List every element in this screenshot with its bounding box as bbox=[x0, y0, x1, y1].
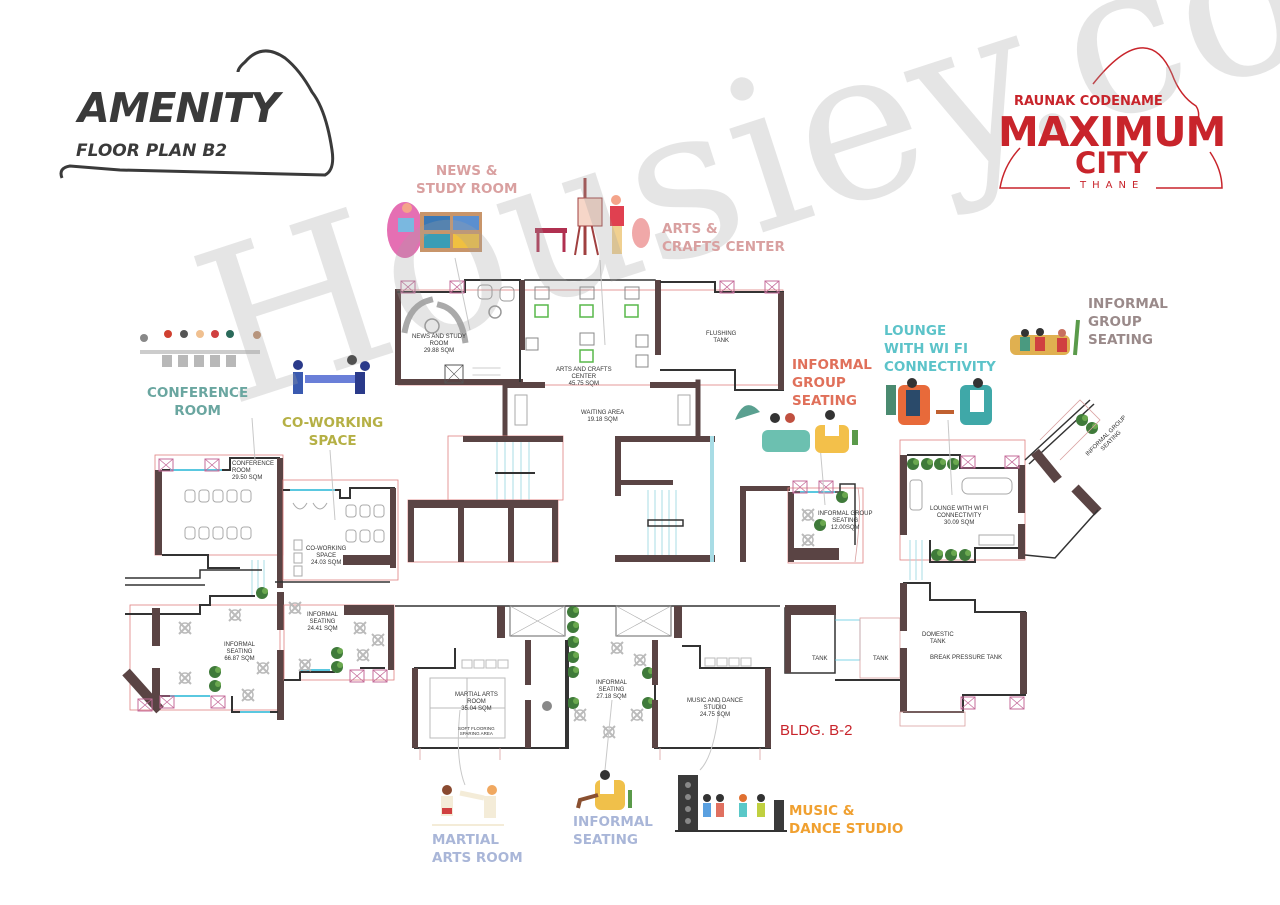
room-soft-flooring: SOFT FLOORING SPARING AREA bbox=[458, 726, 495, 736]
brand-cloud-outline bbox=[999, 47, 1223, 189]
room-news-study: NEWS AND STUDY ROOM 29.88 SQM bbox=[412, 334, 467, 354]
room-tank-1: TANK bbox=[812, 656, 828, 662]
room-conference: CONFERENCE ROOM 29.50 SQM bbox=[232, 461, 275, 481]
callout-informal-seating: INFORMAL SEATING bbox=[573, 814, 653, 848]
callout-informal-group-1: INFORMAL GROUP SEATING bbox=[792, 357, 872, 409]
room-flushing-tank: FLUSHING TANK bbox=[706, 331, 737, 344]
brand-prefix: RAUNAK CODENAME bbox=[1014, 94, 1163, 109]
callout-conference: CONFERENCE ROOM bbox=[147, 385, 249, 419]
room-martial-arts: MARTIAL ARTS ROOM 35.04 SQM bbox=[455, 692, 498, 712]
building-label: BLDG. B-2 bbox=[780, 722, 853, 739]
conference-illustration bbox=[140, 330, 261, 367]
room-co-working: CO-WORKING SPACE 24.03 SQM bbox=[306, 546, 347, 566]
room-informal-seating-left: INFORMAL SEATING 66.87 SQM bbox=[224, 642, 256, 662]
brand-city: CITY bbox=[1075, 146, 1148, 180]
room-arts-crafts: ARTS AND CRAFTS CENTER 45.75 SQM bbox=[556, 367, 612, 387]
brand-location: THANE bbox=[1080, 180, 1145, 191]
left-wing-walls bbox=[125, 454, 399, 595]
right-wing-walls bbox=[784, 399, 1102, 727]
callout-martial-arts: MARTIAL ARTS ROOM bbox=[432, 832, 523, 866]
room-domestic-tank: DOMESTIC TANK bbox=[922, 632, 954, 645]
room-break-pressure-tank: BREAK PRESSURE TANK bbox=[930, 655, 1003, 661]
room-informal-seating-mid: INFORMAL SEATING 24.41 SQM bbox=[307, 612, 339, 632]
martial-arts-illustration bbox=[432, 785, 504, 826]
callout-arts-crafts: ARTS & CRAFTS CENTER bbox=[662, 221, 785, 255]
informal-seating-illustration bbox=[576, 770, 632, 810]
callout-co-working: CO-WORKING SPACE bbox=[282, 415, 384, 449]
news-study-illustration bbox=[387, 202, 482, 258]
informal-group-illustration-1 bbox=[735, 405, 858, 453]
leader-lines bbox=[251, 257, 953, 786]
page-subtitle: FLOOR PLAN B2 bbox=[76, 141, 228, 161]
top-block-walls bbox=[395, 279, 784, 438]
header-cloud-outline bbox=[59, 49, 335, 179]
room-tank-2: TANK bbox=[873, 656, 889, 662]
callout-news-study: NEWS & STUDY ROOM bbox=[416, 163, 518, 197]
room-informal-group-seating: INFORMAL GROUP SEATING 12.00SQM bbox=[818, 511, 873, 531]
room-informal-seating-center: INFORMAL SEATING 27.18 SQM bbox=[596, 680, 628, 700]
central-core-walls bbox=[407, 435, 790, 563]
brand-name: MAXIMUM bbox=[998, 108, 1226, 156]
co-working-illustration bbox=[293, 355, 370, 394]
left-bottom-walls bbox=[122, 587, 395, 720]
lounge-illustration bbox=[886, 378, 992, 425]
arts-crafts-illustration bbox=[535, 178, 650, 256]
callout-lounge: LOUNGE WITH WI FI CONNECTIVITY bbox=[884, 323, 996, 375]
informal-group-illustration-2 bbox=[1010, 319, 1080, 356]
room-music-dance: MUSIC AND DANCE STUDIO 24.75 SQM bbox=[687, 698, 744, 718]
room-waiting-area: WAITING AREA 19.18 SQM bbox=[581, 410, 625, 423]
callout-music-dance: MUSIC & DANCE STUDIO bbox=[789, 803, 904, 837]
page-title: AMENITY bbox=[78, 84, 280, 132]
callout-informal-group-2: INFORMAL GROUP SEATING bbox=[1088, 296, 1168, 348]
bottom-centre-walls bbox=[395, 605, 780, 760]
music-dance-illustration bbox=[675, 775, 787, 832]
illustrations bbox=[140, 178, 1080, 832]
room-lounge: LOUNGE WITH WI FI CONNECTIVITY 30.09 SQM bbox=[930, 506, 989, 526]
